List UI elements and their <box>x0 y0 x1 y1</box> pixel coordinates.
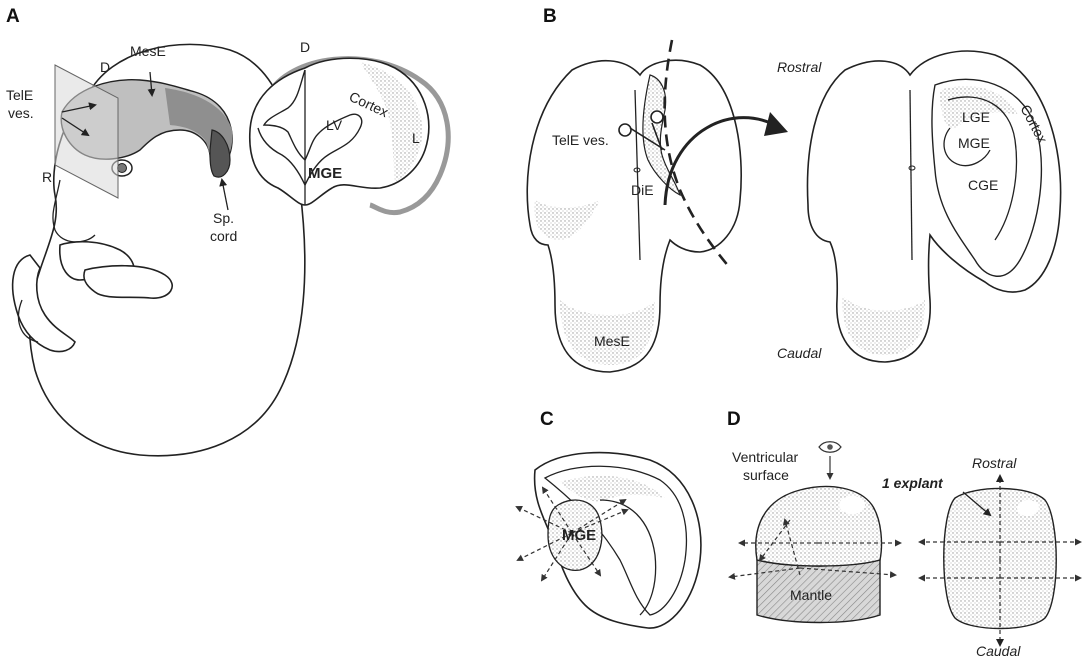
label-cge: CGE <box>968 177 998 193</box>
eye-icon <box>819 442 841 478</box>
panel-b: B TelE ves. DiE MesE Rostral Caudal <box>527 6 1060 372</box>
label-ventricular: Ventricular <box>732 449 798 465</box>
label-one-explant: 1 explant <box>882 475 944 491</box>
panel-b-letter: B <box>543 6 557 27</box>
label-caudal-d: Caudal <box>976 643 1021 659</box>
label-tele-b: TelE ves. <box>552 132 609 148</box>
label-die: DiE <box>631 182 654 198</box>
explant-top-highlight <box>1017 500 1039 516</box>
label-mantle: Mantle <box>790 587 832 603</box>
label-rostral-b: Rostral <box>777 59 822 75</box>
explant-ventricular <box>756 486 882 566</box>
label-mese-b: MesE <box>594 333 630 349</box>
panel-c: C MGE <box>517 409 701 628</box>
label-section-d: D <box>300 39 310 55</box>
panel-a-letter: A <box>6 6 20 27</box>
panel-c-letter: C <box>540 409 554 430</box>
label-lge: LGE <box>962 109 990 125</box>
label-rostral-d: Rostral <box>972 455 1017 471</box>
label-lv: LV <box>326 117 343 133</box>
curved-arrow-head <box>764 112 788 136</box>
label-surface: surface <box>743 467 789 483</box>
label-d: D <box>100 59 110 75</box>
label-cord: cord <box>210 228 237 244</box>
label-caudal-b: Caudal <box>777 345 822 361</box>
explant-highlight <box>839 496 865 514</box>
label-mese: MesE <box>130 43 166 59</box>
label-ves: ves. <box>8 105 34 121</box>
label-sp: Sp. <box>213 210 234 226</box>
panel-d: D Ventricular surface Mantle <box>727 409 1080 659</box>
panel-a: A TelE ves. D MesE R Sp. cord <box>6 6 448 456</box>
label-mge-b: MGE <box>958 135 990 151</box>
label-r: R <box>42 169 52 185</box>
label-l: L <box>412 130 420 146</box>
label-tele: TelE <box>6 87 33 103</box>
label-mge-c: MGE <box>562 527 596 544</box>
label-mge-a: MGE <box>308 165 342 182</box>
panel-d-letter: D <box>727 409 741 430</box>
